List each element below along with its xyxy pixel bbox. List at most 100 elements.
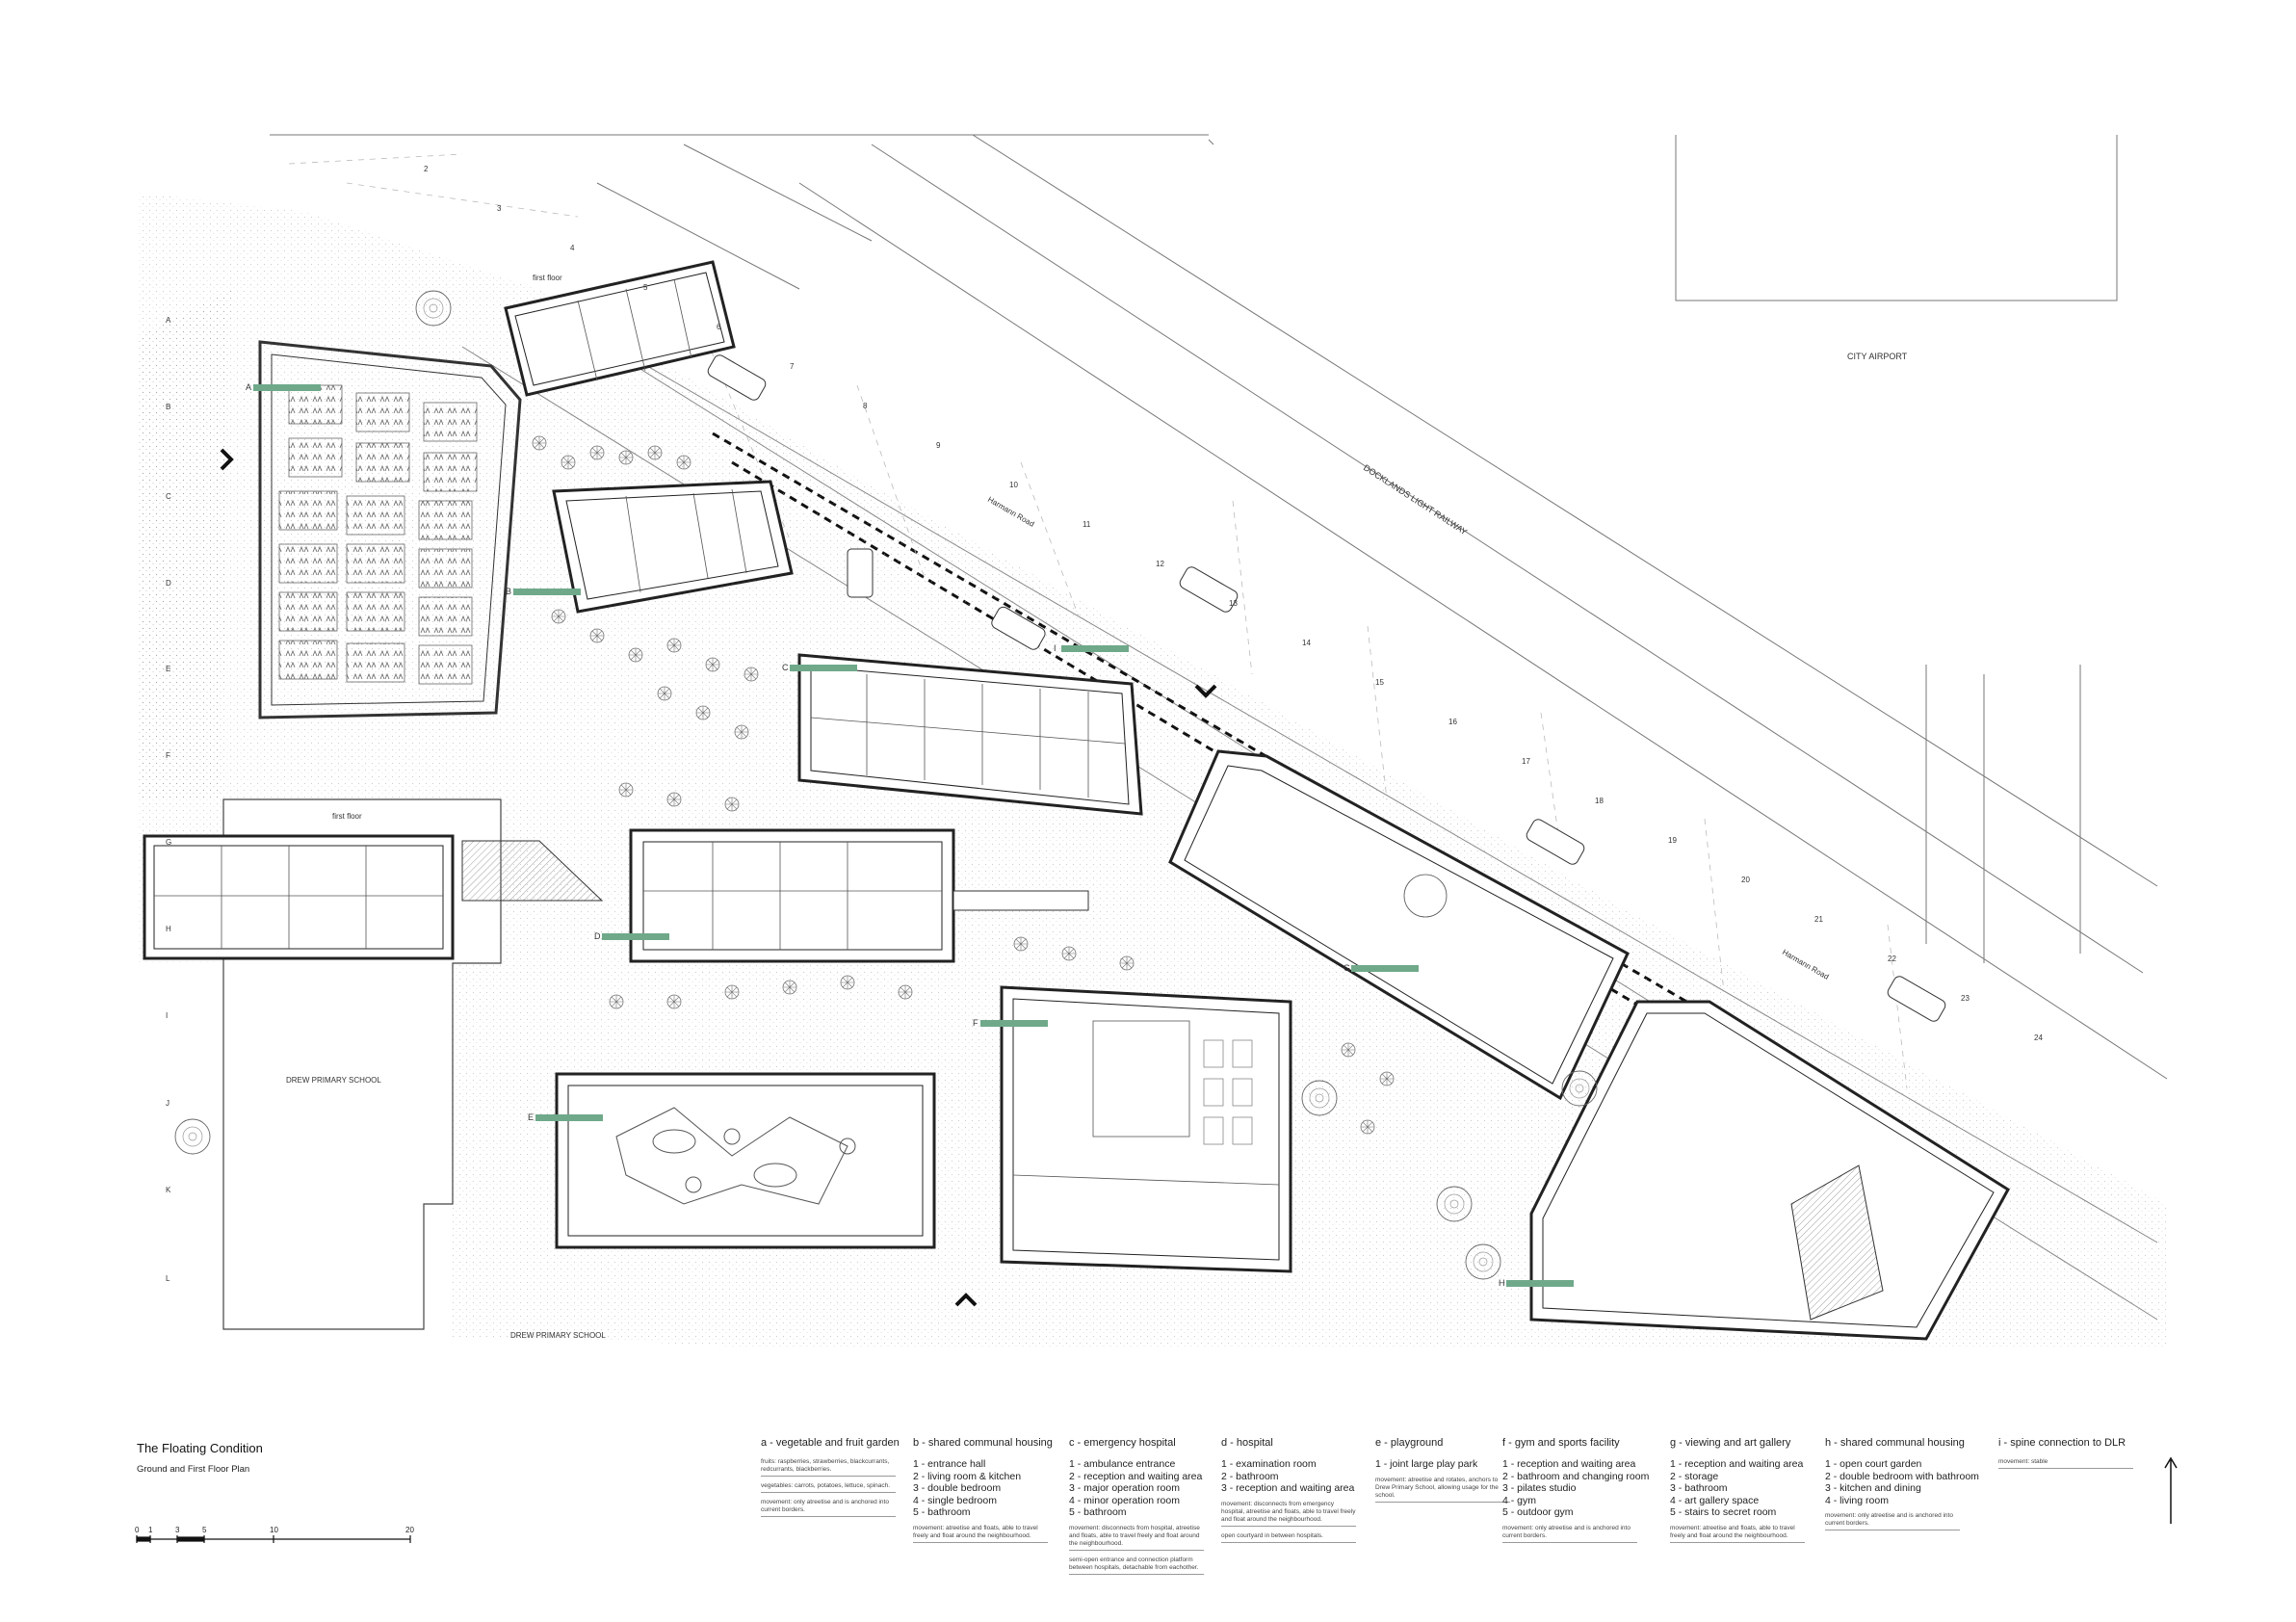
grid-number-9: 9 (936, 441, 941, 450)
legend-item: 1 - ambulance entrance (1069, 1458, 1176, 1470)
zone-tag-i: I (1054, 643, 1057, 653)
legend-heading: d - hospital (1221, 1437, 1273, 1449)
legend-heading: f - gym and sports facility (1502, 1437, 1620, 1449)
zone-tag-d: D (594, 931, 601, 941)
gym-facility (1000, 985, 1292, 1273)
legend-heading: a - vegetable and fruit garden (761, 1437, 900, 1449)
legend-column-i: i - spine connection to DLR movement: sta… (1998, 1437, 2133, 1469)
grid-letter-b: B (166, 403, 170, 411)
legend-note: semi-open entrance and connection platfo… (1069, 1557, 1204, 1575)
legend-item: 2 - bathroom (1221, 1470, 1279, 1482)
scale-label-3: 3 (175, 1526, 180, 1534)
legend-item: 4 - minor operation room (1069, 1494, 1180, 1506)
housing-h (1529, 1000, 2010, 1341)
zone-tag-bar-g (1351, 965, 1419, 972)
bridge-links (461, 840, 1089, 911)
grid-number-4: 4 (570, 244, 575, 252)
grid-letter-e: E (166, 665, 170, 673)
legend-note: movement: stable (1998, 1458, 2133, 1469)
label-harmann-road-1: Harmann Road (986, 495, 1035, 529)
legend-note: movement: atreetise and rotates, anchors… (1375, 1477, 1510, 1503)
grid-number-6: 6 (717, 323, 721, 331)
grid-number-20: 20 (1741, 876, 1750, 884)
zone-tag-a: A (246, 382, 251, 392)
label-city-airport: CITY AIRPORT (1847, 352, 1908, 361)
vegetable-garden (258, 340, 522, 719)
legend-note: movement: atreetise and floats, able to … (913, 1525, 1048, 1543)
legend-item: 1 - reception and waiting area (1670, 1458, 1804, 1470)
zone-tag-bar-h (1506, 1280, 1574, 1287)
grid-number-12: 12 (1156, 560, 1164, 568)
label-dlr: DOCKLANDS LIGHT RAILWAY (1362, 462, 1469, 536)
grid-number-3: 3 (497, 204, 502, 213)
grid-letter-c: C (166, 492, 171, 501)
zone-tag-h: H (1499, 1278, 1505, 1288)
legend-item: 1 - entrance hall (913, 1458, 986, 1470)
legend-item: 2 - living room & kitchen (913, 1470, 1022, 1482)
west-first-floor-block (143, 834, 455, 960)
legend-note: movement: only atreetise and is anchored… (1825, 1512, 1960, 1530)
legend-heading: b - shared communal housing (913, 1437, 1053, 1449)
label-first-floor-2: first floor (332, 812, 362, 821)
entrance-arrows (220, 448, 1217, 1307)
legend-item: 3 - kitchen and dining (1825, 1482, 1921, 1494)
legend-item: 4 - art gallery space (1670, 1494, 1760, 1506)
legend-heading: e - playground (1375, 1437, 1444, 1449)
grid-letter-l: L (166, 1274, 170, 1283)
legend-column-b: b - shared communal housing 1 - entrance … (913, 1437, 1053, 1543)
grid-number-2: 2 (424, 165, 429, 173)
legend-item: 1 - joint large play park (1375, 1458, 1478, 1470)
label-harmann-road-2: Harmann Road (1781, 948, 1830, 981)
emergency-hospital (797, 653, 1143, 816)
legend-note: vegetables: carrots, potatoes, lettuce, … (761, 1482, 896, 1493)
label-school-2: DREW PRIMARY SCHOOL (510, 1331, 606, 1340)
grid-number-13: 13 (1229, 599, 1238, 608)
legend-item: 5 - bathroom (1069, 1506, 1127, 1518)
legend-item: 2 - bathroom and changing room (1502, 1470, 1650, 1482)
legend-column-g: g - viewing and art gallery 1 - reception… (1670, 1437, 1805, 1543)
drawing-title: The Floating Condition (137, 1441, 263, 1455)
legend-item: 5 - bathroom (913, 1506, 971, 1518)
zone-tag-g: G (1344, 963, 1350, 973)
scale-bar (136, 1535, 411, 1543)
grid-letter-h: H (166, 925, 171, 933)
grid-number-15: 15 (1375, 678, 1384, 687)
grid-number-8: 8 (863, 402, 868, 410)
legend-note: open courtyard in between hospitals. (1221, 1532, 1356, 1543)
legend-note: movement: only atreetise and is anchored… (761, 1499, 896, 1517)
hospital (629, 828, 955, 963)
grid-letter-g: G (166, 838, 171, 847)
legend-note: movement: atreetise and floats, able to … (1670, 1525, 1805, 1543)
grid-number-24: 24 (2034, 1033, 2043, 1042)
legend-item: 3 - pilates studio (1502, 1482, 1577, 1494)
legend-column-e: e - playground 1 - joint large play park m… (1375, 1437, 1510, 1503)
grid-letter-f: F (166, 751, 170, 760)
legend-heading: g - viewing and art gallery (1670, 1437, 1791, 1449)
gallery (1168, 749, 1630, 1101)
zone-tag-bar-e (535, 1114, 603, 1121)
grid-letter-d: D (166, 579, 171, 588)
zone-tag-f: F (973, 1018, 978, 1028)
grid-letter-a: A (166, 316, 171, 325)
grid-number-23: 23 (1961, 994, 1970, 1003)
grid-letter-i: I (166, 1011, 168, 1020)
zone-tag-bar-d (602, 933, 669, 940)
grid-number-11: 11 (1083, 520, 1091, 529)
legend-item: 1 - open court garden (1825, 1458, 1922, 1470)
legend-item: 3 - double bedroom (913, 1482, 1002, 1494)
legend-heading: i - spine connection to DLR (1998, 1437, 2126, 1449)
grid-number-17: 17 (1522, 757, 1530, 766)
zone-tag-bar-i (1061, 645, 1129, 652)
legend-note: movement: only atreetise and is anchored… (1502, 1525, 1637, 1543)
housing-b-first-floor (504, 260, 736, 397)
zone-tag-c: C (782, 663, 789, 672)
label-first-floor-1: first floor (533, 274, 562, 282)
legend-item: 1 - reception and waiting area (1502, 1458, 1636, 1470)
grid-number-19: 19 (1668, 836, 1677, 845)
zone-tag-bar-a (253, 384, 321, 391)
